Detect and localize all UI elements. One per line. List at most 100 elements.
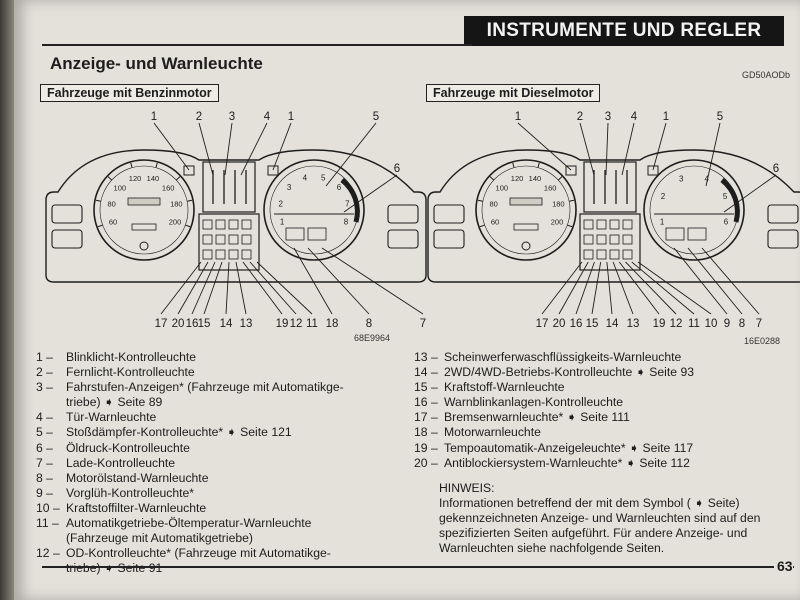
speedometer-tick-label: 80: [489, 199, 497, 208]
turn-signal-lamp: [565, 165, 577, 176]
hinweis-line: Warnleuchten siehe nachfolgende Seiten.: [439, 541, 665, 556]
legend-text: Motorölstand-Warnleuchte: [66, 470, 209, 485]
callout-bottom-label: 14: [606, 318, 619, 330]
speedometer-tick: [175, 176, 181, 181]
speedometer-tick-label: 200: [551, 217, 564, 226]
tachometer-tick-label: 2: [661, 192, 666, 201]
callout-top-label: 4: [264, 111, 271, 123]
legend-number: 18 –: [414, 425, 438, 440]
callout-leader: [575, 261, 595, 315]
callout-bottom-label: 12: [290, 318, 303, 330]
callout-leader: [321, 247, 424, 315]
tachometer-tick-label: 3: [287, 183, 292, 192]
legend-text: Tempoautomatik-Anzeigeleuchte* ➧ Seite 1…: [444, 440, 694, 455]
tachometer-tick-label: 8: [344, 218, 349, 227]
speedometer-tick-label: 200: [169, 217, 182, 226]
callout-leader: [249, 261, 297, 315]
legend-text: Lade-Kontrolleuchte: [66, 455, 176, 470]
speedometer-tick-label: 60: [491, 217, 499, 226]
speedometer-tick-label: 140: [529, 174, 542, 183]
callout-bottom-label: 8: [739, 318, 745, 330]
header-rule: [42, 44, 472, 46]
callout-top-label: 1: [663, 111, 669, 123]
callout-leader: [579, 122, 595, 176]
legend-number: 3 –: [36, 380, 53, 395]
warning-lamp: [241, 219, 252, 230]
hinweis-title: HINWEIS:: [439, 481, 495, 495]
callout-leader: [631, 261, 695, 315]
legend-item: 11 –Automatikgetriebe-Öltemperatur-Warnl…: [36, 516, 344, 531]
trip-reset-knob: [521, 241, 531, 251]
legend-item: 4 –Tür-Warnleuchte: [36, 410, 344, 425]
warning-lamp: [241, 234, 252, 245]
odometer-display: [509, 197, 543, 206]
callout-bottom-label: 7: [756, 318, 762, 330]
warning-lamp: [609, 234, 620, 245]
speedometer-tick-label: 80: [107, 199, 115, 208]
tachometer-tick-label: 6: [724, 218, 729, 227]
callout-top-label: 4: [631, 111, 638, 123]
tachometer-tick-label: 3: [679, 174, 684, 183]
speedometer-tick: [479, 224, 485, 228]
legend-item: 8 –Motorölstand-Warnleuchte: [36, 471, 344, 486]
callout-leader: [621, 122, 635, 176]
legend-item: 17 –Bremsenwarnleuchte* ➧ Seite 111: [414, 410, 694, 425]
speedometer-tick: [489, 176, 495, 181]
tachometer-tick-label: 5: [321, 173, 326, 182]
callout-bottom-label: 14: [220, 318, 233, 330]
gear-indicator-panel: [202, 161, 256, 213]
speedometer-tick-label: 100: [496, 184, 509, 193]
figure-code: GD50AODb: [742, 70, 791, 80]
switch-block: [51, 204, 83, 224]
callout-leader: [325, 122, 377, 187]
speedometer-tick-label: 180: [552, 199, 565, 208]
callout-bottom-label: 13: [627, 318, 640, 330]
book-spine-edge: [0, 0, 14, 600]
callout-top-label: 1: [288, 111, 294, 123]
callout-bottom-label: 16: [186, 318, 199, 330]
switch-block: [767, 229, 799, 249]
hinweis-line: spezifizierten Seiten aufgeführt. Für an…: [439, 526, 748, 541]
speedometer-tick-label: 60: [109, 217, 117, 226]
legend-item: 14 –2WD/4WD-Betriebs-Kontrolleuchte ➧ Se…: [414, 365, 694, 380]
hinweis-note: HINWEIS: Informationen betreffend der mi…: [439, 481, 760, 556]
callout-leader: [256, 261, 313, 315]
warning-lamp: [228, 249, 239, 260]
callout-leader: [177, 261, 209, 315]
legend-text: Fahrstufen-Anzeigen* (Fahrzeuge mit Auto…: [66, 380, 344, 395]
legend-text: triebe) ➧ Seite 91: [66, 561, 163, 576]
cluster-housing: [45, 149, 427, 283]
callout-leader: [637, 261, 712, 315]
legend-item: 20 –Antiblockiersystem-Warnleuchte* ➧ Se…: [414, 456, 694, 471]
callout-bottom-label: 19: [653, 318, 666, 330]
callout-bottom-label: 7: [420, 318, 426, 330]
legend-item: (Fahrzeuge mit Automatikgetriebe): [36, 531, 344, 546]
tachometer-tick-label: 4: [705, 174, 710, 183]
turn-signal-lamp: [267, 165, 279, 176]
footer-rule: [42, 566, 794, 568]
callout-leader: [235, 261, 247, 315]
manual-page: INSTRUMENTE UND REGLER Anzeige- und Warn…: [14, 0, 800, 600]
legend-item: 2 –Fernlicht-Kontrolleuchte: [36, 365, 344, 380]
redline-arc: [720, 178, 740, 223]
tachometer-tick-label: 2: [278, 199, 283, 208]
speedometer-inner-ring: [99, 165, 189, 255]
warning-lamp: [609, 249, 620, 260]
speedometer-tick: [557, 176, 563, 181]
legend-number: 12 –: [36, 546, 60, 561]
legend-text: 2WD/4WD-Betriebs-Kontrolleuchte ➧ Seite …: [444, 365, 694, 380]
callout-leader: [153, 122, 190, 171]
speedometer-tick: [567, 224, 573, 228]
legend-item: 18 –Motorwarnleuchte: [414, 425, 694, 440]
speedometer-dial: [475, 159, 577, 261]
warning-lamp: [215, 249, 226, 260]
callout-leader: [240, 122, 268, 176]
switch-block: [387, 229, 419, 249]
callout-top-label: 1: [515, 111, 521, 123]
warning-lamp: [228, 234, 239, 245]
redline-arc: [340, 178, 360, 223]
callout-leader: [618, 261, 660, 315]
callout-leader: [191, 261, 216, 315]
petrol-figure-code: 68E9964: [354, 333, 391, 343]
